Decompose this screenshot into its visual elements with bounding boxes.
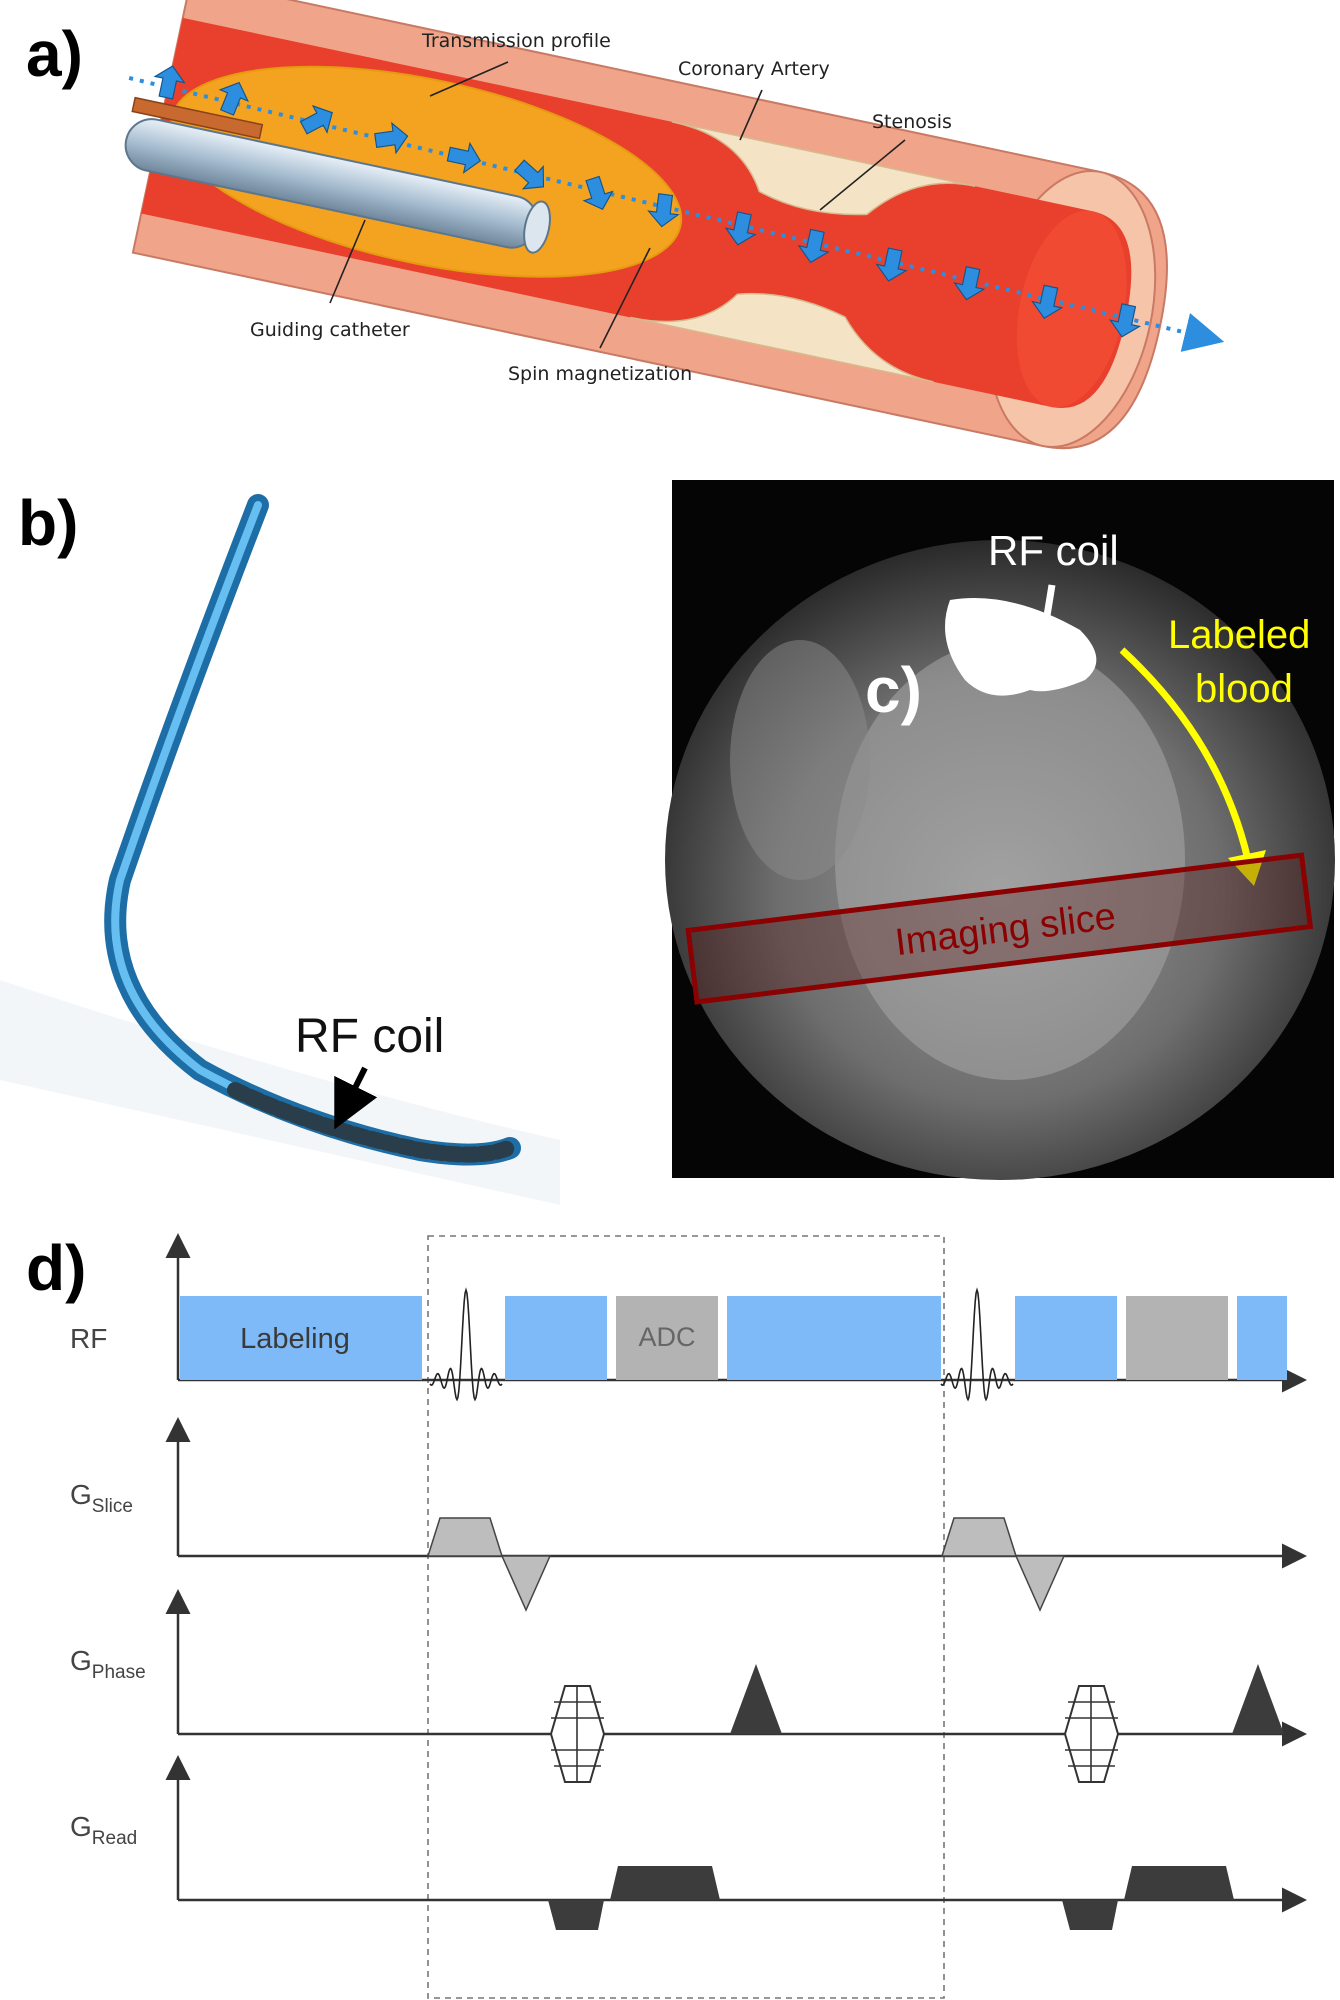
mri-heart [835, 640, 1185, 1080]
mri-coil-signal [945, 598, 1097, 696]
artery-illustration [124, 0, 1225, 450]
panel-c: c) RF coil Labeled blood Imaging slice [665, 480, 1335, 1180]
leader-coronary [739, 89, 763, 141]
phase-spoiler-1 [730, 1664, 782, 1734]
c-rf-coil-arrow-shaft [1041, 584, 1056, 629]
rf-block-2 [727, 1296, 941, 1380]
labeling-block-label: Labeling [240, 1323, 350, 1355]
panel-d: d) RF GSlice GPhase GRead Labeling ADC [26, 1232, 1307, 1999]
leader-transmission [429, 61, 509, 97]
panel-b: b) RF coil [0, 487, 560, 1205]
read-prephaser-1 [548, 1900, 604, 1930]
rf-row: Labeling ADC [180, 1287, 1287, 1402]
repetition-box [427, 1235, 945, 1999]
phase-encode-table-2 [1063, 1685, 1120, 1783]
phase-encode-table-1 [549, 1685, 606, 1783]
phase-spoiler-2 [1232, 1664, 1284, 1734]
spin-arrow [875, 247, 908, 282]
leader-stenosis [819, 139, 906, 211]
slice-rephase-gradient-1 [500, 1555, 552, 1612]
rf-coil-region [227, 1082, 516, 1163]
label-coronary-artery: Coronary Artery [678, 58, 830, 80]
label-transmission-profile: Transmission profile [421, 30, 611, 52]
adc-block-label: ADC [638, 1322, 695, 1352]
b-rf-coil-label: RF coil [295, 1010, 444, 1063]
photo-background [0, 980, 560, 1205]
read-gradient-1 [610, 1866, 720, 1900]
spin-arrow [299, 104, 333, 135]
spin-arrow [1108, 303, 1142, 338]
label-stenosis: Stenosis [872, 111, 952, 133]
rf-block-3 [1015, 1296, 1117, 1380]
leader-spin [599, 247, 651, 349]
rf-block-4 [1237, 1296, 1287, 1380]
spin-arrow [446, 141, 482, 174]
gread-row [548, 1866, 1234, 1930]
labeling-block [180, 1296, 422, 1380]
gphase-row [549, 1664, 1284, 1783]
adc-block-1 [616, 1296, 718, 1380]
spin-arrow [514, 159, 545, 190]
leader-catheter [329, 219, 366, 304]
panel-b-label: b) [18, 487, 78, 559]
label-spin-magnetization: Spin magnetization [508, 363, 692, 385]
slice-select-gradient-2 [940, 1517, 1018, 1557]
flow-direction-line [128, 76, 1225, 352]
row-label-rf: RF [70, 1323, 107, 1354]
spin-arrow [797, 228, 830, 264]
spin-arrow [724, 211, 757, 246]
row-label-gread: GRead [70, 1811, 137, 1849]
stenosis-plaque-bottom [630, 292, 934, 383]
c-blood-label: blood [1195, 667, 1293, 711]
spin-magnetization-arrows [153, 65, 1142, 338]
spin-arrow [153, 65, 186, 100]
panel-a-label: a) [26, 18, 83, 90]
gslice-row [426, 1517, 1066, 1612]
c-imaging-slice: Imaging slice [685, 852, 1314, 1005]
read-prephaser-2 [1062, 1900, 1118, 1930]
rf-sinc-pulse-2 [940, 1287, 1014, 1402]
panel-a: a) Transmissi [26, 0, 1225, 450]
slice-select-gradient-1 [426, 1517, 504, 1557]
lumen-opening [1016, 210, 1127, 408]
spin-arrow [647, 193, 680, 228]
rf-block-1 [505, 1296, 607, 1380]
coil-wire [131, 96, 264, 140]
row-label-gslice: GSlice [70, 1479, 133, 1517]
stenosis-plaque-top [671, 121, 976, 216]
spin-arrow [1031, 284, 1064, 319]
panel-c-label: c) [865, 654, 922, 726]
rf-sinc-pulse-1 [429, 1287, 503, 1402]
c-labeled-label: Labeled [1168, 613, 1310, 657]
adc-block-2 [1126, 1296, 1228, 1380]
panel-d-label: d) [26, 1232, 86, 1304]
c-rf-coil-label: RF coil [988, 527, 1119, 574]
read-gradient-2 [1124, 1866, 1234, 1900]
c-rf-coil-arrow-head [1030, 622, 1058, 642]
catheter-tip [523, 200, 551, 254]
c-labeled-blood-arrow [1119, 647, 1252, 861]
spin-arrow [218, 81, 250, 116]
b-rf-coil-arrow [334, 1066, 378, 1130]
mri-tissue [730, 640, 870, 880]
label-guiding-catheter: Guiding catheter [250, 319, 410, 341]
row-label-gphase: GPhase [70, 1645, 146, 1683]
spin-arrow [582, 175, 614, 210]
slice-rephase-gradient-2 [1014, 1555, 1066, 1612]
spin-arrow [953, 265, 986, 301]
spin-arrow [374, 121, 409, 155]
